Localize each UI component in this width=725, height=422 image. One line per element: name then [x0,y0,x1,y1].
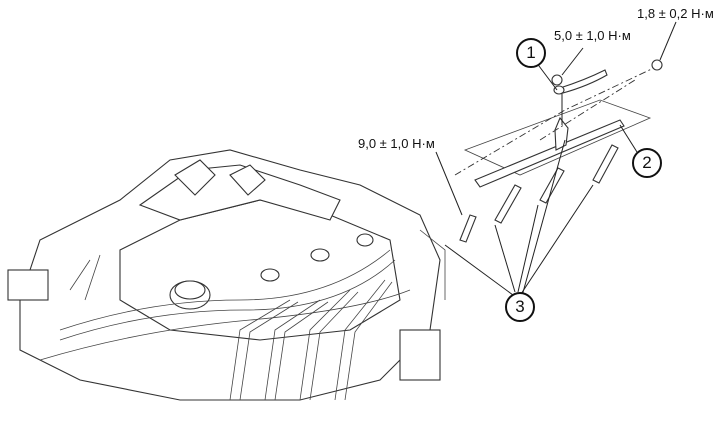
ground-cable [551,59,663,95]
leader-lines [435,21,677,297]
engine-block [7,149,446,401]
busbar-assembly [454,64,661,188]
callout-2: 2 [632,148,662,178]
glow-plug-torque-label: 9,0 ± 1,0 Н·м [358,136,435,151]
cable-nut [551,74,563,86]
glow-plugs [459,144,619,243]
cable-nut-torque-label: 5,0 ± 1,0 Н·м [554,28,631,43]
callout-1: 1 [516,38,546,68]
callout-3: 3 [505,292,535,322]
busbar-nut [651,59,663,71]
busbar-nut-torque-label: 1,8 ± 0,2 Н·м [637,6,714,21]
